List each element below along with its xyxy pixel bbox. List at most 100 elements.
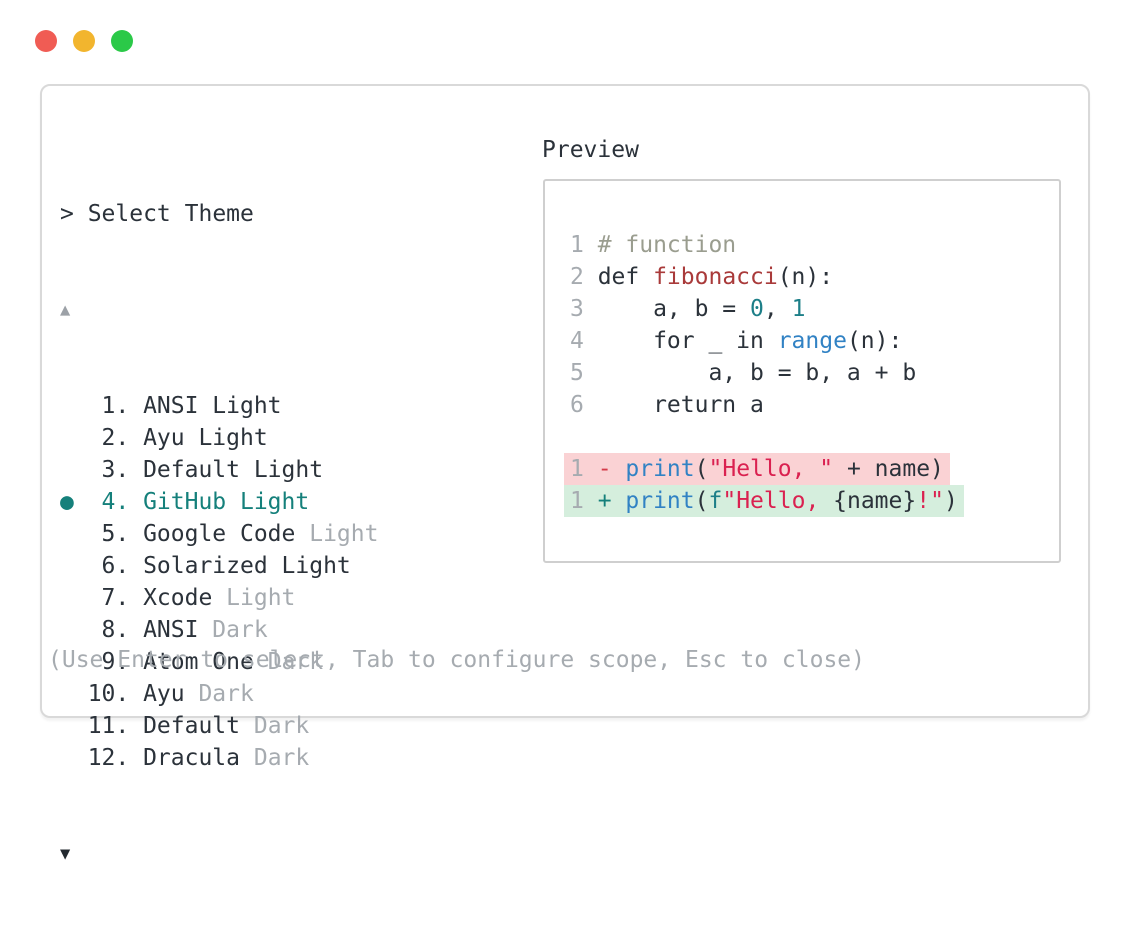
theme-variant: Dark	[253, 713, 310, 739]
scroll-down-icon[interactable]: ▼	[60, 844, 71, 864]
theme-number: 8.	[101, 617, 130, 643]
diff-line-removed: 1- print("Hello, " + name)	[564, 453, 1059, 485]
code-token-string-prefix: f	[708, 488, 723, 514]
theme-number: 10.	[87, 681, 130, 707]
theme-option-default[interactable]: 11. Default Dark	[60, 710, 378, 742]
theme-name: Ayu	[143, 681, 185, 707]
theme-option-default-light[interactable]: 3. Default Light	[60, 454, 378, 486]
selection-marker-icon	[60, 422, 88, 454]
code-line: 1 # function	[570, 229, 1059, 261]
line-number: 1	[570, 232, 584, 258]
selection-marker-icon	[60, 454, 88, 486]
theme-selector-dialog: > Select Theme ▲ 1. ANSI Light 2. Ayu Ligh…	[40, 84, 1090, 864]
preview-label: Preview	[542, 137, 639, 163]
code-line: 4 for _ in range(n):	[570, 325, 1059, 357]
theme-option-ayu[interactable]: 10. Ayu Dark	[60, 678, 378, 710]
code-token-plain: return a	[597, 392, 764, 418]
preview-box: 1 # function 2 def fibonacci(n): 3 a, b = 0,…	[543, 179, 1061, 563]
line-number: 5	[570, 360, 584, 386]
code-preview: 1 # function 2 def fibonacci(n): 3 a, b = 0,…	[570, 229, 1059, 421]
code-token-function: fibonacci	[653, 264, 778, 290]
code-token-string: !"	[916, 488, 944, 514]
theme-name: Ayu Light	[143, 425, 268, 451]
theme-name: Atom One	[143, 649, 254, 675]
diff-highlight-removed: 1- print("Hello, " + name)	[564, 453, 950, 485]
keyboard-hint: (Use Enter to select, Tab to configure s…	[48, 647, 865, 673]
selection-marker-icon	[60, 582, 88, 614]
code-token-diff-minus: -	[597, 456, 626, 482]
theme-variant: Dark	[198, 681, 254, 707]
code-token-plain: for _ in	[597, 328, 778, 354]
code-token-number: 1	[791, 296, 806, 322]
code-token-plain: a, b =	[597, 296, 751, 322]
theme-name: ANSI Light	[143, 393, 282, 419]
theme-number: 1.	[101, 393, 130, 419]
theme-option-dracula[interactable]: 12. Dracula Dark	[60, 742, 378, 774]
theme-variant: Light	[309, 521, 379, 547]
theme-name: Default	[143, 713, 240, 739]
minimize-window-icon[interactable]	[73, 30, 95, 52]
code-token-plain: {name}	[833, 488, 917, 514]
code-line: 3 a, b = 0, 1	[570, 293, 1059, 325]
code-line: 5 a, b = b, a + b	[570, 357, 1059, 389]
code-token-string: "Hello, "	[708, 456, 834, 482]
code-token-string: "Hello,	[722, 488, 834, 514]
theme-option-ansi-light[interactable]: 1. ANSI Light	[60, 390, 378, 422]
theme-variant: Dark	[212, 617, 268, 643]
code-token-comment: # function	[597, 232, 737, 258]
selection-marker-icon: ●	[60, 489, 74, 515]
code-token-plain: + name)	[833, 456, 944, 482]
theme-option-google-code[interactable]: 5. Google Code Light	[60, 518, 379, 550]
window-controls	[35, 30, 133, 52]
theme-option-ayu-light[interactable]: 2. Ayu Light	[60, 422, 378, 454]
code-token-plain: ,	[763, 296, 792, 322]
theme-name: Dracula	[143, 745, 240, 771]
zoom-window-icon[interactable]	[111, 30, 133, 52]
theme-number: 4.	[101, 489, 130, 515]
theme-name: ANSI	[143, 617, 199, 643]
scroll-up-icon[interactable]: ▲	[60, 300, 71, 320]
theme-name: Xcode	[143, 585, 213, 611]
theme-number: 11.	[87, 713, 130, 739]
line-number: 4	[570, 328, 584, 354]
line-number: 2	[570, 264, 584, 290]
line-number: 6	[570, 392, 584, 418]
theme-option-atom-one[interactable]: 9. Atom One Dark	[60, 646, 378, 678]
code-line: 2 def fibonacci(n):	[570, 261, 1059, 293]
theme-number: 2.	[101, 425, 130, 451]
dialog-title: > Select Theme	[60, 201, 254, 227]
theme-name: Default Light	[143, 457, 324, 483]
diff-line-added: 1+ print(f"Hello, {name}!")	[564, 485, 1059, 517]
selection-marker-icon	[60, 550, 88, 582]
selection-marker-icon	[60, 678, 88, 710]
code-token-plain: a, b = b, a + b	[597, 360, 917, 386]
theme-number: 5.	[101, 521, 130, 547]
line-number: 1	[570, 488, 584, 514]
theme-number: 12.	[87, 745, 130, 771]
theme-name: Google Code	[143, 521, 296, 547]
code-token-plain: (	[694, 488, 709, 514]
code-token-diff-plus: +	[597, 488, 626, 514]
line-number: 1	[570, 456, 584, 482]
selection-marker-icon	[60, 518, 88, 550]
theme-name: Solarized Light	[143, 553, 351, 579]
close-window-icon[interactable]	[35, 30, 57, 52]
theme-variant: Dark	[253, 745, 310, 771]
code-token-plain: (n):	[777, 264, 834, 290]
selection-marker-icon	[60, 742, 88, 774]
theme-selector-column: > Select Theme ▲ 1. ANSI Light 2. Ayu Ligh…	[60, 134, 378, 934]
line-number: 3	[570, 296, 584, 322]
theme-name: GitHub Light	[143, 489, 310, 515]
selection-marker-icon	[60, 614, 88, 646]
theme-option-ansi[interactable]: 8. ANSI Dark	[60, 614, 378, 646]
theme-option-github-light[interactable]: ● 4. GitHub Light	[60, 486, 378, 518]
theme-number: 9.	[101, 649, 130, 675]
theme-option-solarized-light[interactable]: 6.Solarized Light	[60, 550, 378, 582]
code-token-number: 0	[750, 296, 764, 322]
theme-variant: Dark	[267, 649, 324, 675]
code-token-plain: def	[597, 264, 654, 290]
theme-number: 3.	[101, 457, 130, 483]
code-token-plain: (	[694, 456, 709, 482]
selection-marker-icon	[60, 390, 88, 422]
